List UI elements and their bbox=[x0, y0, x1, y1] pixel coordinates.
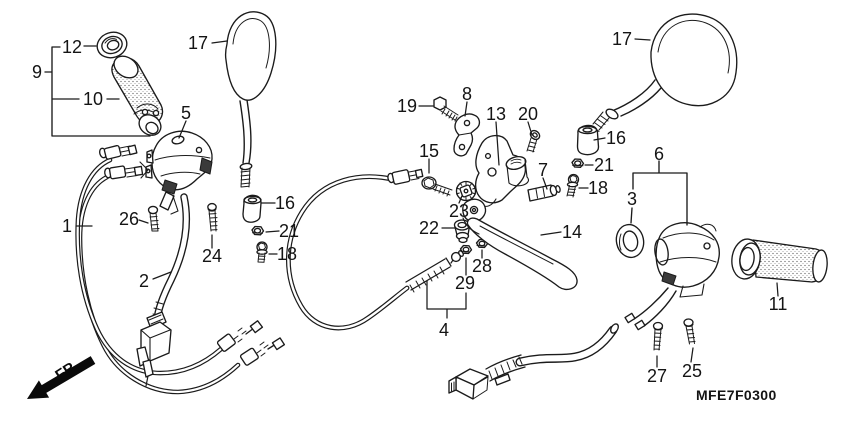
part-label-10: 10 bbox=[82, 89, 104, 109]
clamp-8 bbox=[453, 113, 481, 157]
grip-end-cap-12 bbox=[96, 31, 128, 59]
cable-end-fitting-lower bbox=[104, 165, 144, 180]
handle-grip-11 bbox=[731, 238, 828, 283]
clutch-lever-14 bbox=[462, 198, 578, 291]
lever-bracket-13 bbox=[474, 134, 530, 207]
switch-7 bbox=[527, 184, 561, 202]
part-label-19: 19 bbox=[396, 96, 418, 116]
part-label-6: 6 bbox=[653, 144, 665, 164]
mirror-left-17 bbox=[224, 11, 277, 188]
part-label-17-right: 17 bbox=[611, 29, 633, 49]
part-label-9: 9 bbox=[31, 62, 43, 82]
wire-conduit-right bbox=[515, 323, 619, 367]
part-label-15: 15 bbox=[418, 141, 440, 161]
bracket-6-lines bbox=[630, 160, 688, 226]
nut-21-left bbox=[251, 225, 265, 236]
part-label-3: 3 bbox=[626, 189, 638, 209]
connector-left bbox=[136, 311, 172, 387]
screw-24 bbox=[207, 202, 218, 232]
bolt-25 bbox=[683, 318, 696, 345]
screw-20 bbox=[526, 129, 541, 153]
cable-1 bbox=[77, 174, 241, 395]
mirror-boot-16-right bbox=[576, 124, 600, 156]
part-label-25: 25 bbox=[681, 361, 703, 381]
part-label-21-right: 21 bbox=[593, 155, 615, 175]
part-label-23: 23 bbox=[448, 201, 470, 221]
mirror-boot-16-left bbox=[242, 194, 262, 223]
screw-15 bbox=[421, 176, 453, 197]
part-label-20: 20 bbox=[517, 104, 539, 124]
part-label-22: 22 bbox=[418, 218, 440, 238]
grommet-23 bbox=[455, 180, 477, 202]
cable-end-near-15 bbox=[387, 168, 424, 185]
nut-21-right bbox=[571, 158, 585, 168]
part-label-7: 7 bbox=[537, 160, 549, 180]
throttle-ring-3 bbox=[615, 223, 645, 259]
part-label-14: 14 bbox=[561, 222, 583, 242]
part-label-11: 11 bbox=[768, 294, 788, 314]
switch-housing-6 bbox=[654, 222, 720, 298]
part-label-1: 1 bbox=[61, 216, 73, 236]
part-label-4: 4 bbox=[438, 320, 450, 340]
part-label-13: 13 bbox=[485, 104, 507, 124]
fr-arrow bbox=[27, 356, 96, 399]
part-label-26: 26 bbox=[118, 209, 140, 229]
handle-grip-10 bbox=[111, 55, 164, 136]
part-label-16-left: 16 bbox=[274, 193, 296, 213]
part-label-16-right: 16 bbox=[605, 128, 627, 148]
housing-wires-right bbox=[624, 287, 677, 331]
cable-1-lower-end bbox=[239, 337, 286, 366]
part-label-18-left: 18 bbox=[276, 244, 298, 264]
part-label-5: 5 bbox=[180, 103, 192, 123]
part-label-2: 2 bbox=[138, 271, 150, 291]
part-label-18-right: 18 bbox=[587, 178, 609, 198]
part-label-17-left: 17 bbox=[187, 33, 209, 53]
bolt-18-left bbox=[256, 241, 268, 263]
leader-lines bbox=[75, 38, 779, 368]
connector-right bbox=[448, 354, 526, 400]
mirror-right-17 bbox=[591, 13, 738, 132]
diagram-code: MFE7F0300 bbox=[696, 387, 777, 403]
clutch-cable-4 bbox=[286, 174, 464, 331]
wire-conduit-left bbox=[152, 193, 191, 324]
bracket-9-lines bbox=[44, 45, 151, 137]
nut-29 bbox=[459, 244, 473, 255]
part-label-28: 28 bbox=[471, 256, 493, 276]
part-label-27: 27 bbox=[646, 366, 668, 386]
bolt-27 bbox=[652, 321, 664, 351]
part-label-29: 29 bbox=[454, 273, 476, 293]
bolt-19 bbox=[433, 96, 459, 122]
screw-26 bbox=[147, 205, 160, 232]
part-label-8: 8 bbox=[461, 84, 473, 104]
cable-2-lower-end bbox=[216, 320, 264, 352]
bolt-18-right bbox=[566, 173, 580, 198]
cable-2 bbox=[75, 157, 224, 376]
part-label-21-left: 21 bbox=[278, 221, 300, 241]
part-label-24: 24 bbox=[201, 246, 223, 266]
part-label-12: 12 bbox=[61, 37, 83, 57]
cable-end-fitting-upper bbox=[98, 144, 138, 160]
switch-housing-5 bbox=[139, 130, 213, 215]
